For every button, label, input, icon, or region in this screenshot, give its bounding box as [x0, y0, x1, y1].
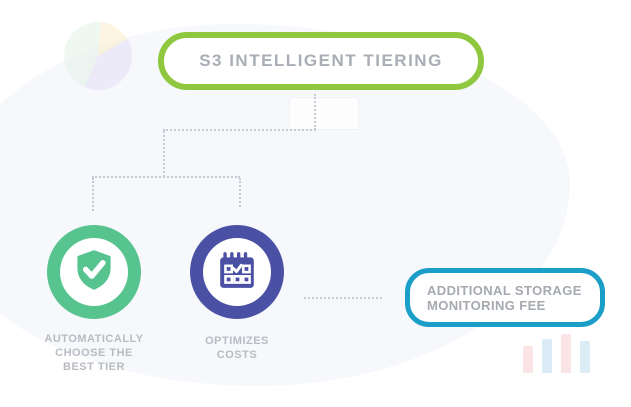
connector-drop-green-node — [92, 178, 94, 211]
connector-to-callout — [304, 297, 382, 299]
calendar-check-icon — [216, 249, 258, 296]
faint-bar-chart-decoration — [523, 333, 593, 373]
faint-pie-chart-decoration — [64, 22, 132, 90]
connector-horizontal-upper — [163, 129, 316, 131]
node-automatic-tier — [47, 225, 141, 319]
connector-title-drop — [314, 94, 316, 130]
shield-check-icon — [73, 249, 115, 296]
node-label-optimizes-costs: OPTIMIZES COSTS — [205, 335, 269, 361]
connector-vertical-mid — [163, 131, 165, 177]
decoration-bar — [542, 339, 552, 373]
node-label-automatic-tier: AUTOMATICALLY CHOOSE THE BEST TIER — [44, 333, 144, 373]
title-pill: S3 INTELLIGENT TIERING — [158, 32, 484, 90]
decoration-bar — [580, 341, 590, 373]
decoration-bar — [561, 334, 571, 373]
node-optimizes-costs — [190, 225, 284, 319]
connector-drop-purple-node — [239, 178, 241, 207]
decoration-bar — [523, 346, 533, 373]
page-title: S3 INTELLIGENT TIERING — [199, 51, 443, 70]
faint-card-decoration — [289, 97, 359, 130]
connector-horizontal-lower — [92, 176, 240, 178]
callout-monitoring-fee: ADDITIONAL STORAGE MONITORING FEE — [405, 268, 605, 327]
